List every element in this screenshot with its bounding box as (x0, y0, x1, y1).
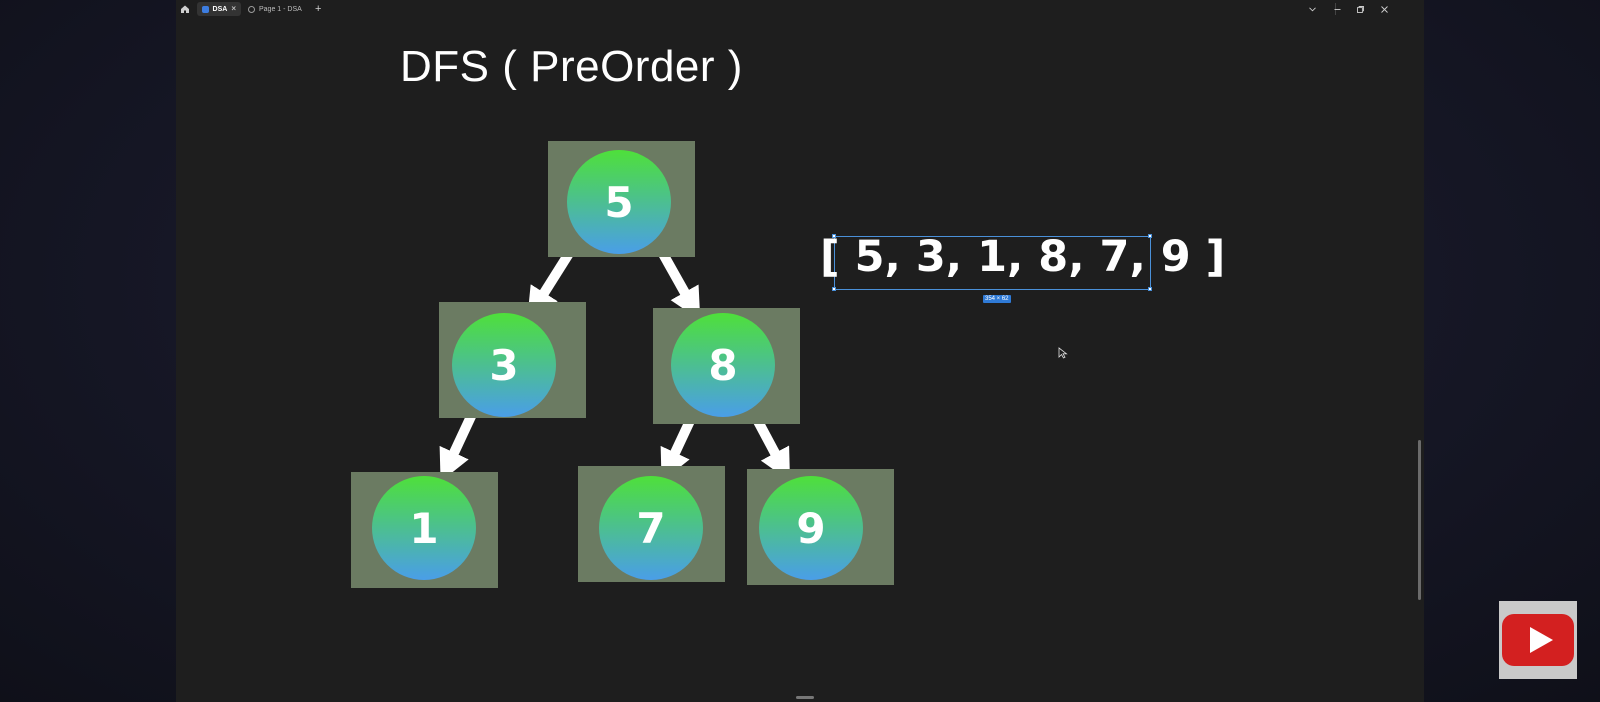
node-value: 7 (636, 504, 665, 553)
tab-bar: DSA × Page 1 - DSA + (176, 0, 1424, 18)
node-value: 9 (796, 504, 825, 553)
node-value: 5 (604, 178, 633, 227)
tree-node-5[interactable]: 5 (548, 141, 695, 257)
bottom-panel-handle[interactable] (796, 696, 814, 699)
node-value: 1 (409, 504, 438, 553)
tab-dsa[interactable]: DSA × (197, 2, 241, 16)
restore-icon[interactable] (1353, 2, 1367, 16)
minimize-icon[interactable] (1330, 2, 1344, 16)
cursor-icon (1058, 347, 1068, 359)
slide-title[interactable]: DFS ( PreOrder ) (400, 42, 743, 91)
youtube-play-icon[interactable] (1499, 601, 1577, 679)
app-window: DSA × Page 1 - DSA + DFS ( PreOrder ) (176, 0, 1424, 702)
tree-node-3[interactable]: 3 (439, 302, 586, 418)
vertical-scrollbar[interactable] (1418, 440, 1421, 600)
tree-node-7[interactable]: 7 (578, 466, 725, 582)
resize-handle-top-left[interactable] (832, 234, 836, 238)
home-icon[interactable] (179, 3, 191, 15)
tab-label: DSA (212, 5, 228, 13)
figma-file-icon (202, 5, 209, 13)
close-window-icon[interactable] (1377, 2, 1391, 16)
resize-handle-top-right[interactable] (1148, 234, 1152, 238)
tab-label: Page 1 - DSA (259, 5, 302, 13)
preorder-result-text[interactable]: [ 5, 3, 1, 8, 7, 9 ] (820, 232, 1226, 282)
tree-edge-3-1 (439, 407, 479, 482)
tab-page-1[interactable]: Page 1 - DSA (243, 2, 309, 16)
page-icon (248, 5, 255, 13)
tree-node-9[interactable]: 9 (747, 469, 894, 585)
chevron-down-icon[interactable] (1305, 2, 1319, 16)
binary-tree-diagram: 5 3 8 1 7 9 (351, 141, 894, 588)
node-value: 8 (708, 341, 737, 390)
resize-handle-bottom-left[interactable] (832, 287, 836, 291)
resize-handle-bottom-right[interactable] (1148, 287, 1152, 291)
plus-icon[interactable]: + (315, 3, 322, 15)
tree-node-1[interactable]: 1 (351, 472, 498, 588)
selection-size-badge: 354 × 62 (983, 295, 1011, 303)
close-icon[interactable]: × (231, 4, 236, 13)
node-value: 3 (489, 341, 518, 390)
tree-node-8[interactable]: 8 (653, 308, 800, 424)
selection-box[interactable] (834, 236, 1151, 290)
